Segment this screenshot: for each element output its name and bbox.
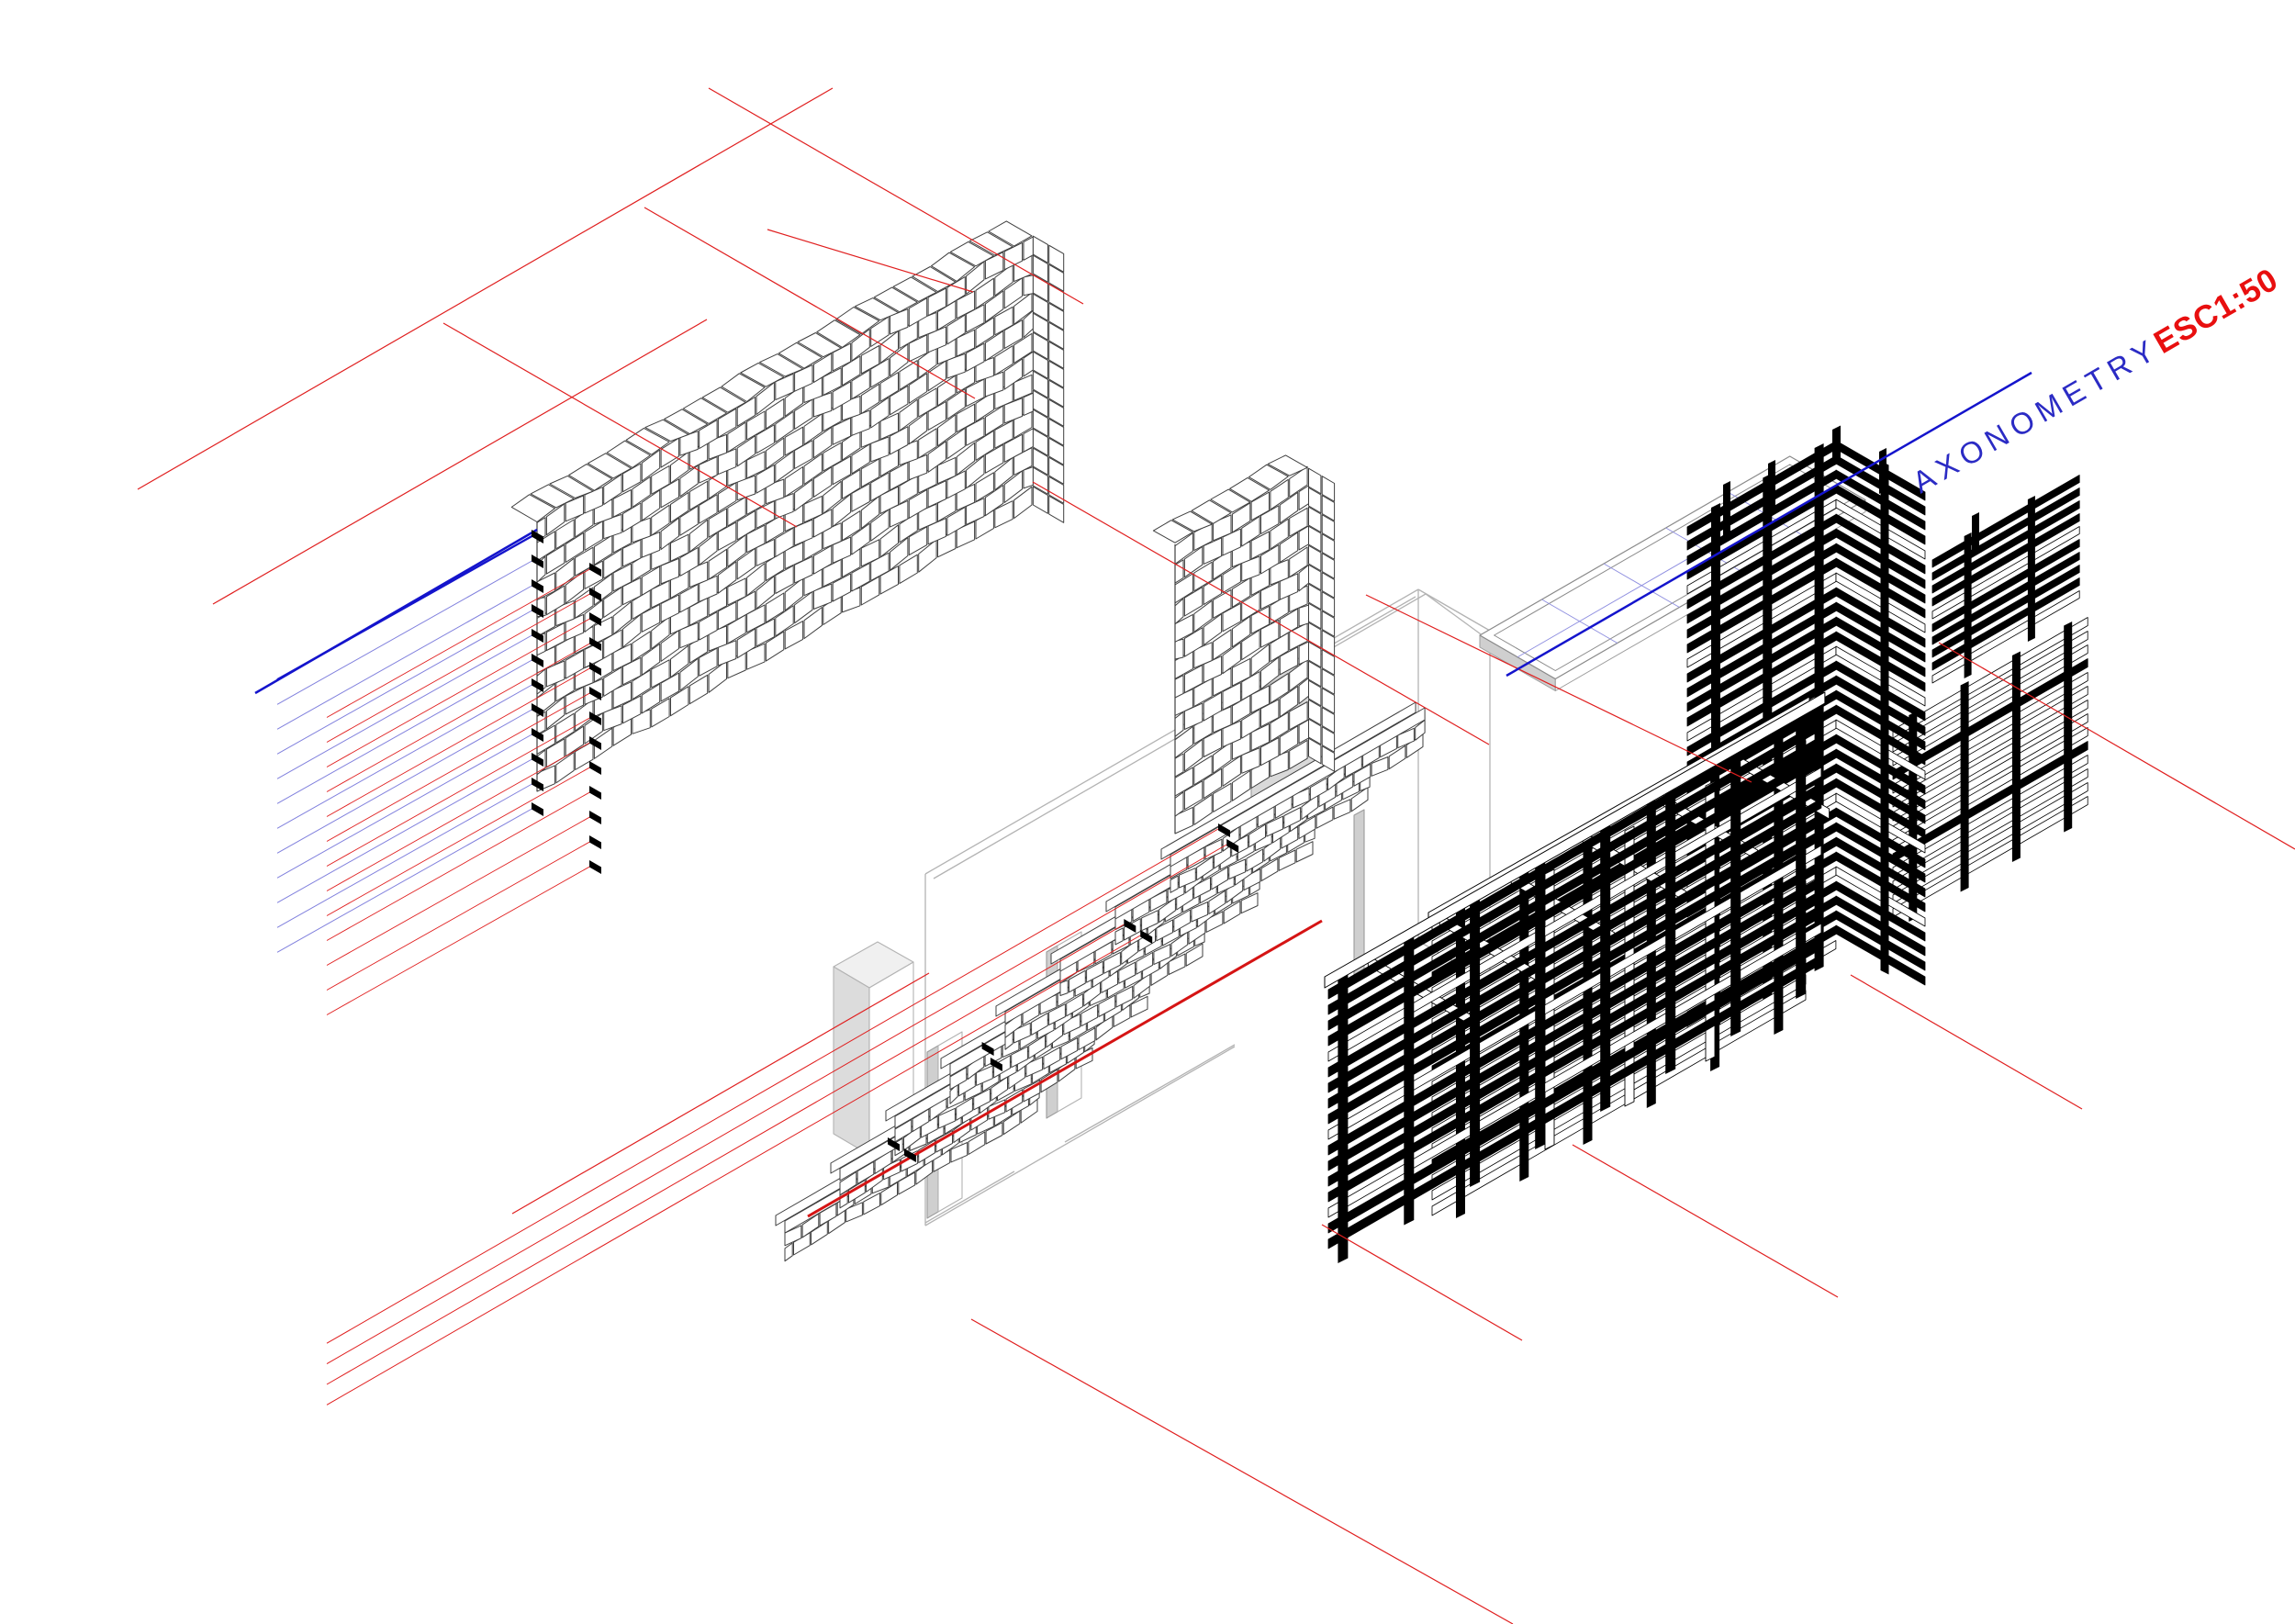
red-construction-lines [137,87,2295,1624]
brick-corner-block [1152,454,1336,834]
title-scale: ESC1:50 [2148,262,2285,361]
tick-markers [532,530,1239,1162]
title-axonometry: AXONOMETRY [1907,330,2166,499]
projection-fan-lines [276,532,594,1015]
timber-frame-structure [1324,425,2088,1263]
drawing-title: AXONOMETRYESC1:50 [1907,262,2285,500]
brick-wall [510,220,1065,792]
